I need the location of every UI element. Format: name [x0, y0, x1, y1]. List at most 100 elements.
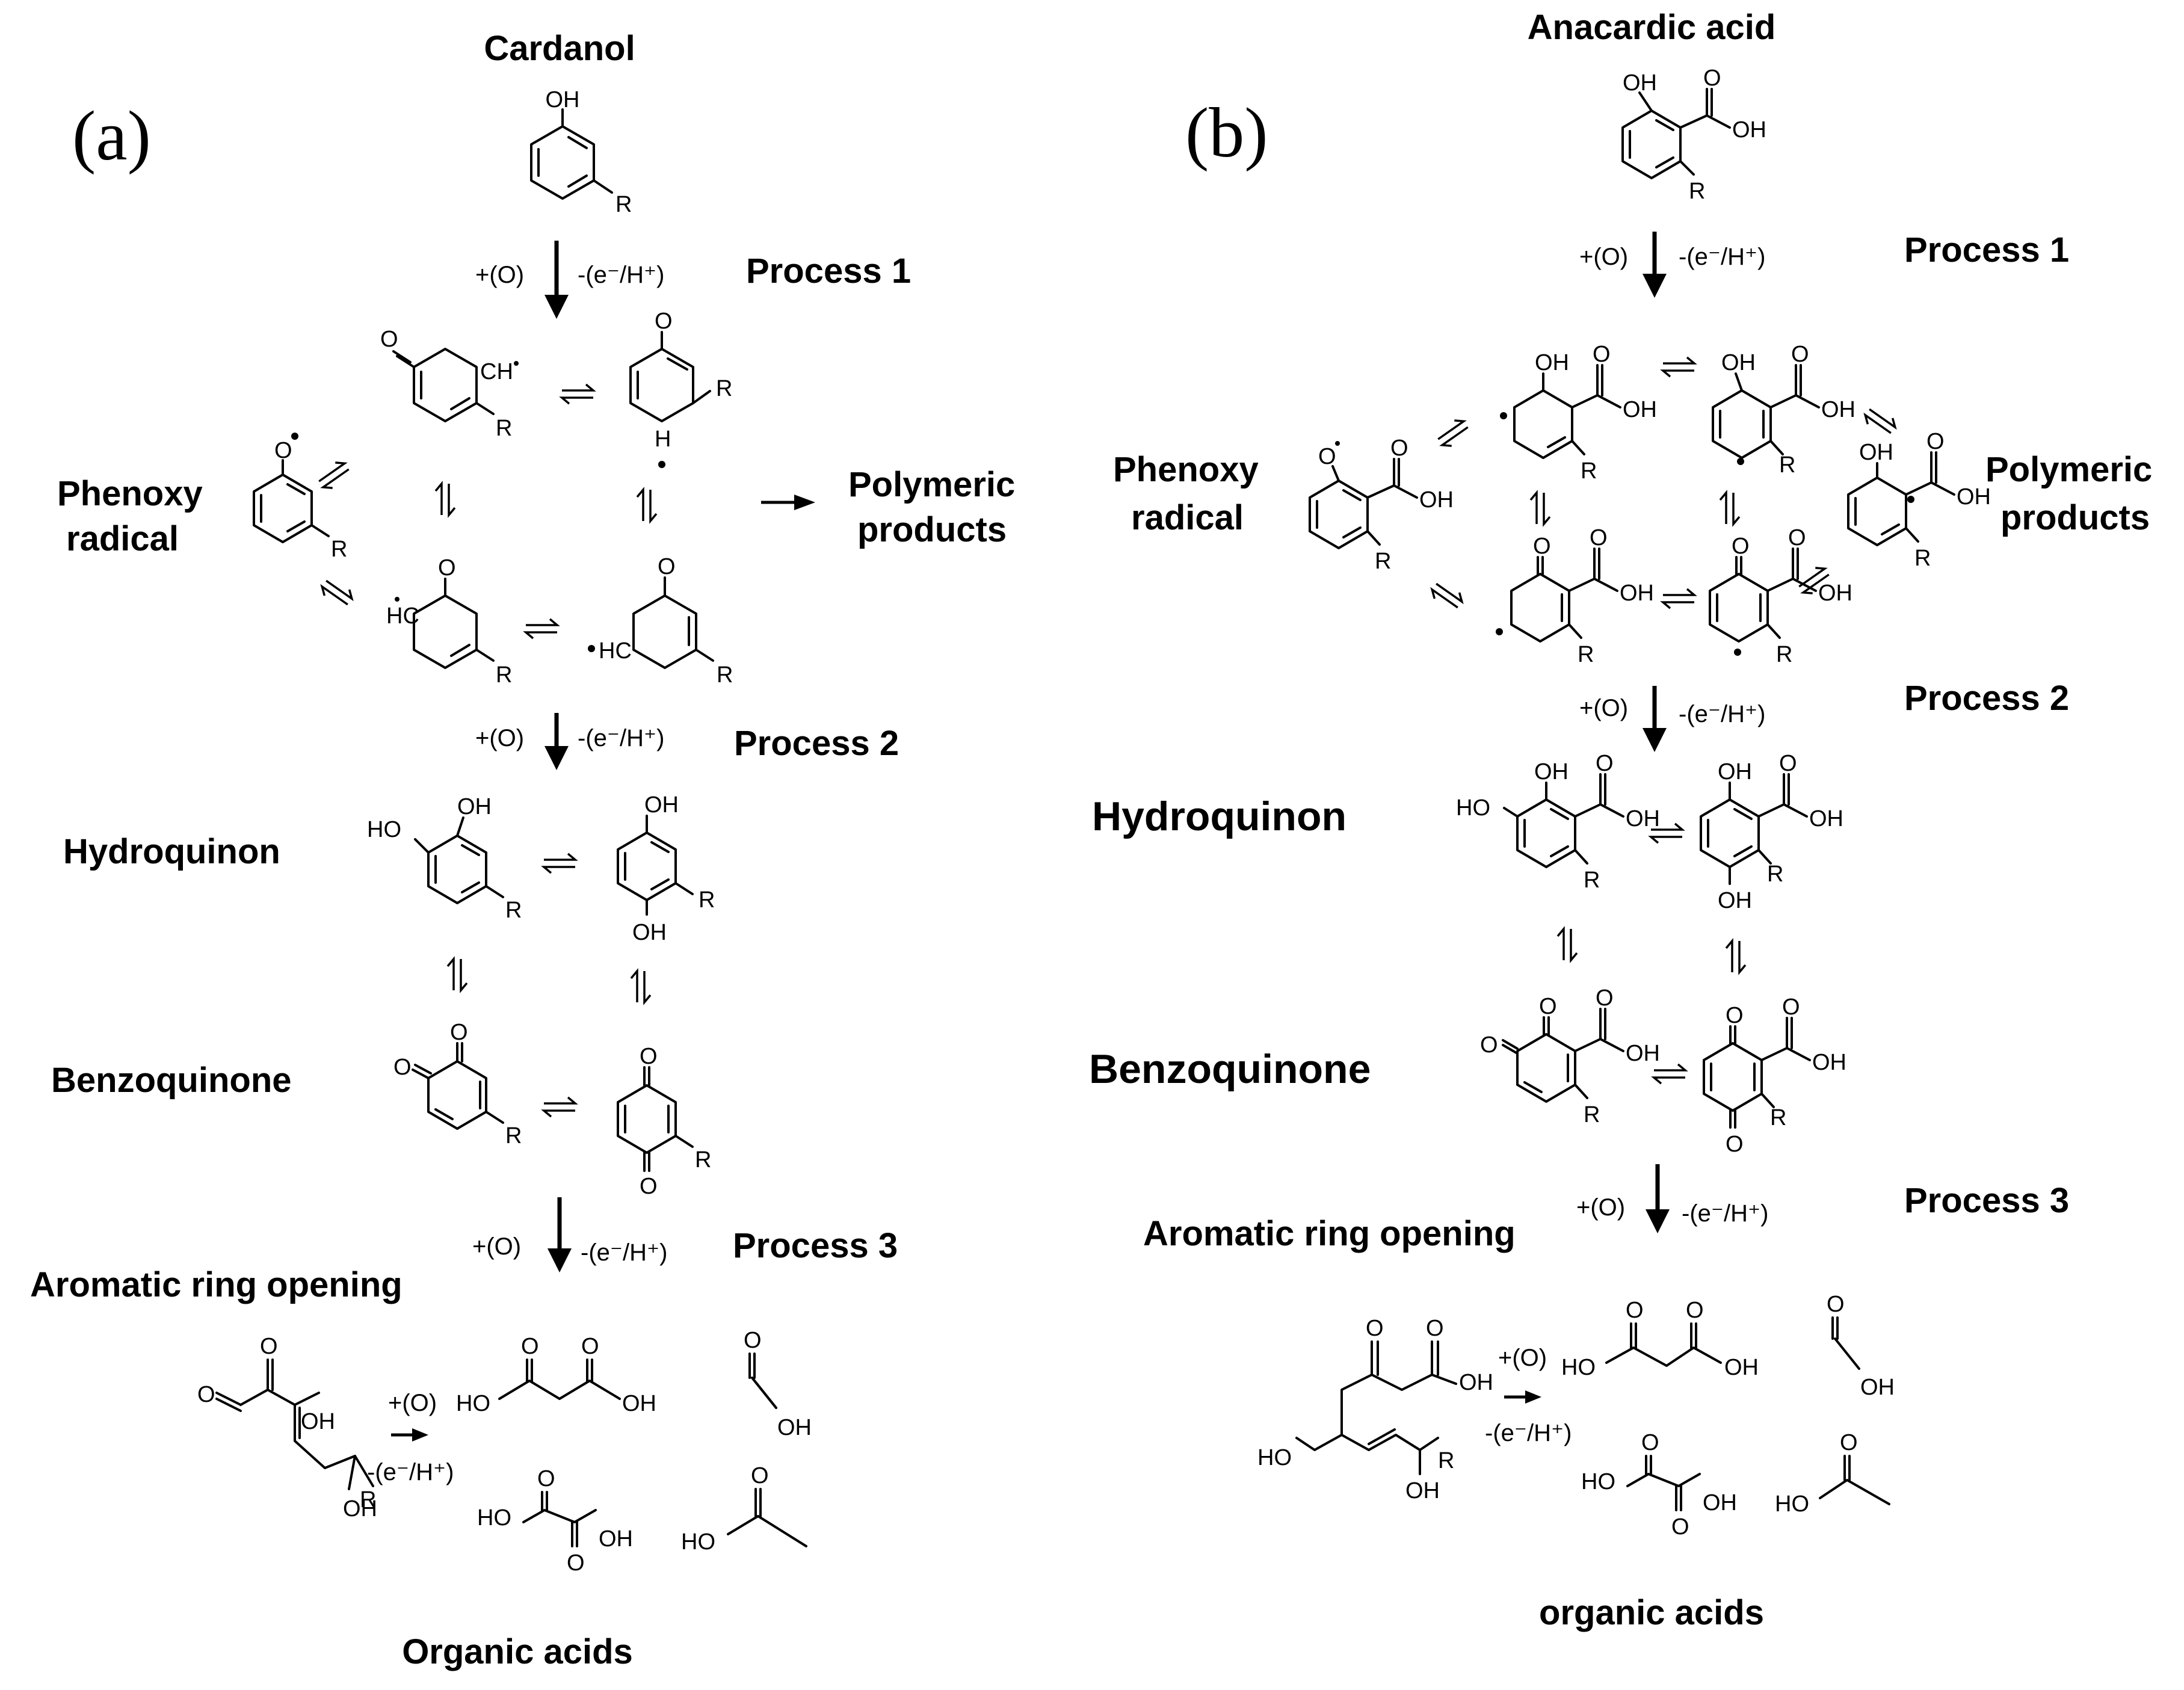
- atom-label: O: [1827, 1292, 1845, 1317]
- atom-label: OH: [599, 1526, 633, 1552]
- process-3-arrow-b: +(O) -(e⁻/H⁺): [1576, 1164, 1768, 1233]
- cond-electron: -(e⁻/H⁺): [367, 1459, 454, 1485]
- atom-label: O: [1390, 436, 1408, 461]
- cond-oxygen: +(O): [472, 1233, 521, 1260]
- para-radical-2-molecule: O HC R: [588, 554, 733, 688]
- panel-a: (a) Cardanol OH R +(O) -(e⁻/H⁺) Process …: [30, 29, 1015, 1671]
- atom-label: HO: [1561, 1355, 1596, 1380]
- formic-acid-b: O OH: [1827, 1292, 1895, 1400]
- process-2-label-b: Process 2: [1904, 679, 2069, 718]
- atom-label: HO: [1456, 795, 1490, 821]
- cond-oxygen: +(O): [388, 1390, 437, 1416]
- atom-label: O: [1480, 1032, 1498, 1058]
- atom-label: O: [1791, 342, 1809, 367]
- atom-label: O: [1641, 1430, 1659, 1455]
- atom-label: O: [1840, 1430, 1858, 1455]
- panel-b-label: (b): [1185, 93, 1268, 172]
- polymeric-label-b-2: products: [2000, 498, 2150, 537]
- atom-label: HO: [477, 1505, 511, 1531]
- oxalic-acid-b: HO O O OH: [1581, 1430, 1737, 1540]
- atom-label: O: [1596, 985, 1614, 1011]
- atom-label: O: [1626, 1298, 1644, 1323]
- cond-electron: -(e⁻/H⁺): [578, 725, 664, 751]
- atom-label: O: [1593, 342, 1611, 367]
- process-3-label-b: Process 3: [1904, 1181, 2069, 1220]
- process-2-arrow-b: +(O) -(e⁻/H⁺): [1579, 686, 1765, 752]
- atom-label: O: [1926, 429, 1945, 454]
- atom-label: O: [393, 1055, 412, 1080]
- atom-label: R: [1578, 642, 1594, 667]
- atom-label: O: [751, 1463, 769, 1488]
- atom-label: R: [496, 662, 512, 688]
- atom-label: O: [567, 1550, 585, 1576]
- benzoquinone-label-a: Benzoquinone: [51, 1061, 292, 1100]
- radical-b-2: OH O OH R: [1712, 342, 1855, 478]
- atom-label: OH: [1534, 759, 1569, 785]
- atom-label: HO: [681, 1529, 715, 1555]
- panel-b: (b) Anacardic acid OH O OH R +(O) -(e⁻/H…: [1089, 8, 2152, 1632]
- atom-label: R: [1689, 179, 1705, 204]
- cond-oxygen: +(O): [1579, 244, 1628, 270]
- formic-acid-a: O OH: [744, 1328, 812, 1440]
- atom-label: HO: [1581, 1469, 1615, 1494]
- cond-electron: -(e⁻/H⁺): [1679, 701, 1765, 727]
- atom-label: R: [1375, 549, 1391, 574]
- para-radical-molecule: O H R: [629, 309, 732, 468]
- atom-label: O: [260, 1334, 278, 1359]
- atom-label: R: [1770, 1105, 1786, 1130]
- atom-label: R: [615, 192, 632, 217]
- cond-electron: -(e⁻/H⁺): [578, 262, 664, 288]
- atom-label: O: [655, 309, 673, 334]
- cond-oxygen: +(O): [475, 725, 524, 751]
- atom-label: OH: [1405, 1478, 1440, 1503]
- atom-label: OH: [457, 794, 492, 819]
- atom-label: O: [438, 555, 456, 581]
- radical-b-4: O O OH R: [1496, 525, 1654, 667]
- atom-label: OH: [1626, 806, 1660, 831]
- ortho-radical-molecule: O CH R: [380, 327, 519, 441]
- cond-oxygen: +(O): [475, 262, 524, 288]
- atom-label: R: [717, 662, 733, 688]
- atom-label: O: [1426, 1316, 1444, 1341]
- atom-label: HO: [1257, 1445, 1292, 1470]
- cardanol-molecule: OH R: [530, 87, 632, 217]
- atom-label: R: [716, 376, 732, 401]
- atom-label: R: [1584, 1102, 1600, 1127]
- atom-label: OH: [777, 1415, 812, 1440]
- atom-label: O: [1788, 525, 1806, 550]
- atom-label: OH: [1718, 759, 1752, 785]
- atom-label: R: [1914, 546, 1931, 571]
- atom-label: O: [1782, 995, 1800, 1020]
- atom-label: R: [505, 1123, 522, 1149]
- hydroquinone-ortho-molecule: HO OH R: [367, 794, 522, 923]
- hydroquinon-label-a: Hydroquinon: [63, 832, 280, 871]
- process-1-arrow-a: +(O) -(e⁻/H⁺): [475, 241, 664, 319]
- atom-label: OH: [1812, 1050, 1846, 1075]
- hydroquinone-b-2: OH OH O OH R: [1700, 751, 1843, 913]
- atom-label: OH: [644, 792, 679, 818]
- atom-label: O: [744, 1328, 762, 1353]
- atom-label: O: [1671, 1514, 1689, 1540]
- acetic-acid-b: HO O: [1775, 1430, 1890, 1517]
- phenoxy-radical-molecule-a: O R: [253, 433, 347, 562]
- atom-label: R: [1581, 458, 1597, 484]
- radical-b-1: OH O OH R: [1500, 342, 1657, 484]
- malonic-acid-b: HO O O OH: [1561, 1298, 1759, 1380]
- atom-label: O: [1318, 444, 1336, 469]
- phenoxy-label-b: Phenoxy: [1113, 450, 1259, 489]
- atom-label: OH: [343, 1496, 377, 1522]
- atom-label: O: [1366, 1316, 1384, 1341]
- benzoquinone-b-2: O O O OH R: [1703, 995, 1846, 1157]
- atom-label: HO: [1775, 1491, 1809, 1517]
- atom-label: OH: [1419, 487, 1454, 513]
- atom-label: OH: [1809, 806, 1843, 831]
- ring-opened-molecule-b: O O OH HO OH R: [1257, 1316, 1493, 1503]
- atom-label: OH: [1859, 440, 1893, 465]
- polymeric-label-a: Polymeric: [848, 465, 1015, 504]
- atom-label: O: [380, 327, 398, 352]
- atom-label: R: [1776, 642, 1792, 667]
- atom-label: O: [1686, 1298, 1704, 1323]
- atom-label: OH: [1818, 581, 1852, 606]
